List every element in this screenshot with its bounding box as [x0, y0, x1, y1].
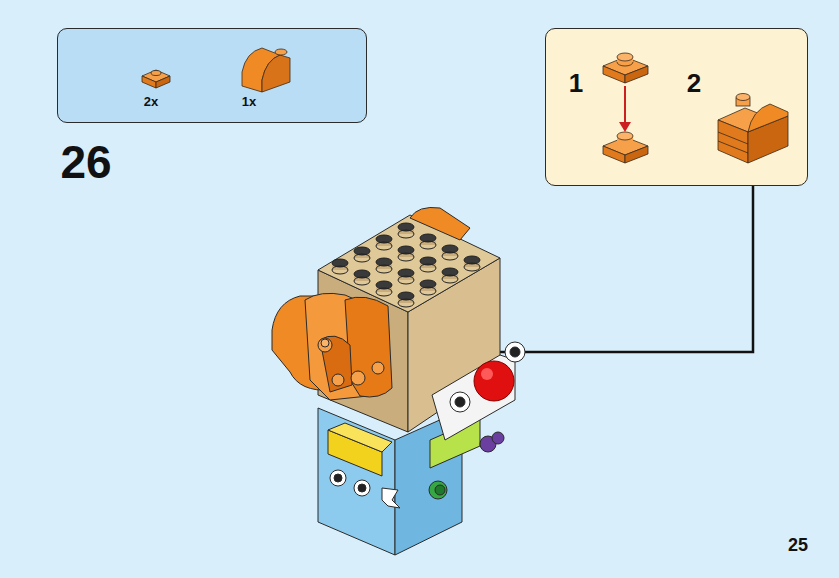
substep-number: 2 — [687, 70, 701, 96]
step-number: 26 — [60, 139, 111, 185]
callout-plate-top — [603, 53, 648, 83]
plate-1x1-icon — [142, 70, 170, 88]
stud-base — [442, 252, 458, 260]
callout-assembled-part — [718, 94, 788, 164]
stud-base — [354, 254, 370, 262]
stud-base — [354, 277, 370, 285]
parts-panel-fill — [57, 28, 367, 123]
head-studs — [332, 223, 480, 307]
callout-plate-bottom — [603, 132, 648, 163]
callout-box: 12 — [545, 28, 808, 186]
curved-slope-icon — [242, 48, 290, 92]
stud-base — [332, 266, 348, 274]
stud-base — [464, 263, 480, 271]
stud-base — [398, 253, 414, 261]
parts-panel: 2x 1x — [57, 28, 367, 123]
stud-base — [376, 288, 392, 296]
quantity-label: 2x — [144, 95, 158, 108]
assembly-arrowhead — [619, 122, 631, 132]
page-number: 25 — [788, 536, 808, 554]
substep-number: 1 — [569, 70, 583, 96]
stud-base — [420, 287, 436, 295]
assembly-arrow — [624, 86, 626, 124]
callout-panel-fill — [545, 28, 808, 186]
stud-base — [442, 275, 458, 283]
stud-base — [420, 264, 436, 272]
quantity-label: 1x — [242, 95, 256, 108]
stud-base — [398, 276, 414, 284]
stud-base — [398, 299, 414, 307]
stud-base — [420, 241, 436, 249]
brickheadz-figure — [272, 207, 525, 555]
stud-base — [376, 265, 392, 273]
stud-base — [376, 242, 392, 250]
stud-base — [398, 230, 414, 238]
